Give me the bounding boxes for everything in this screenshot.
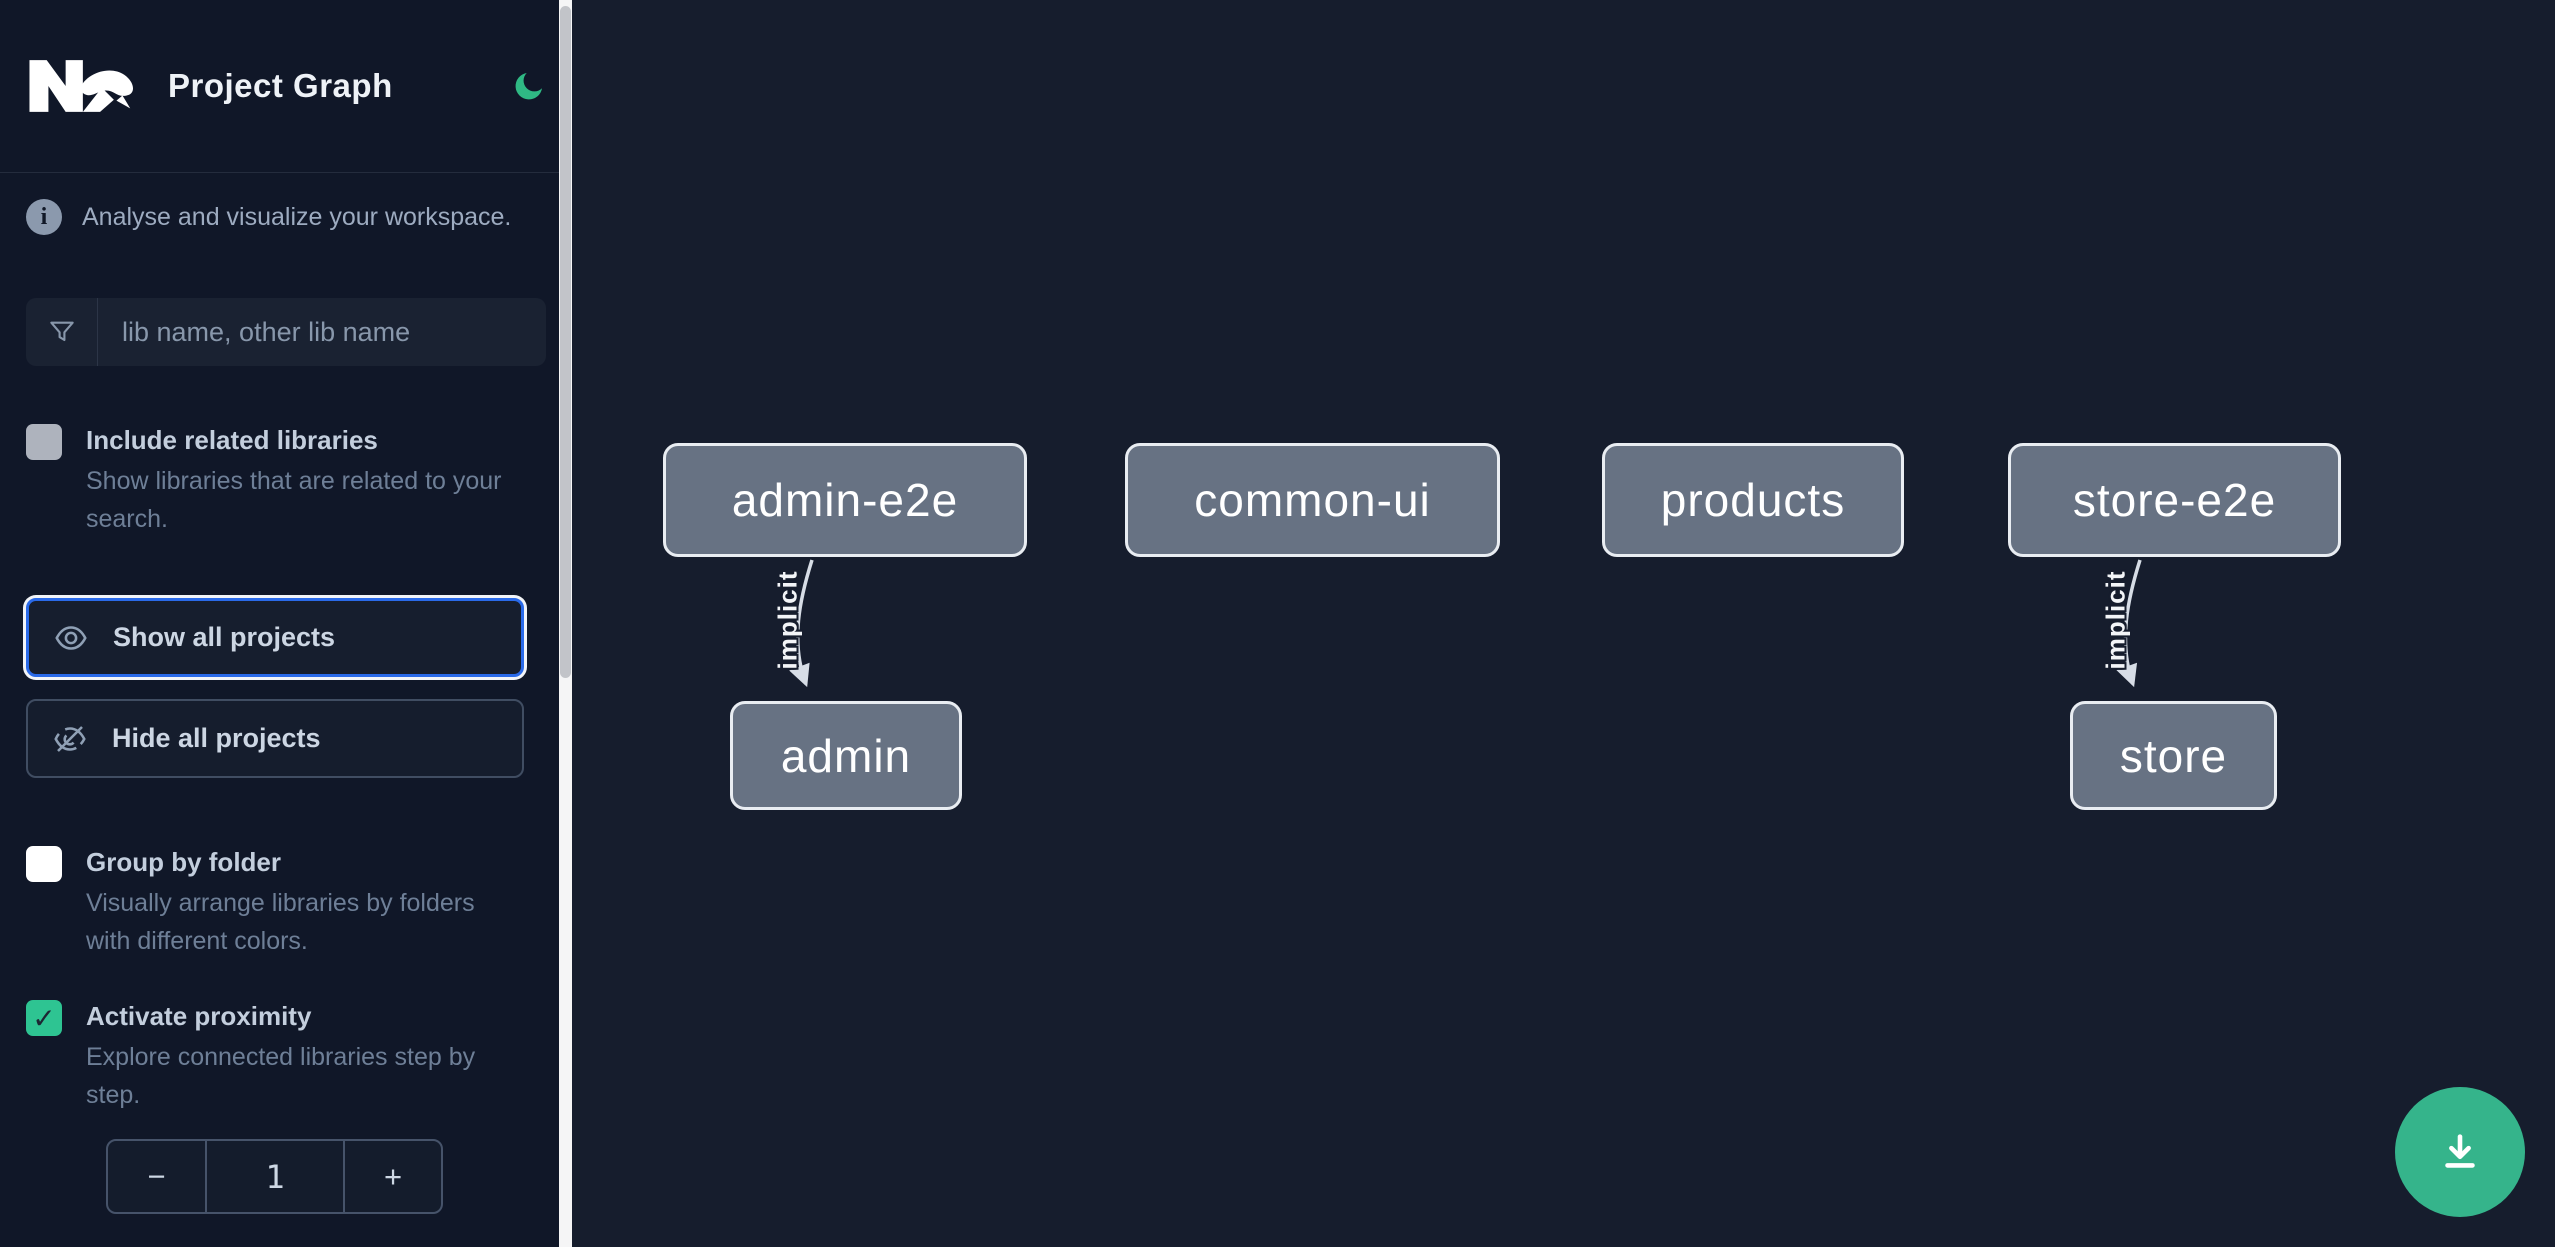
download-graph-button[interactable] [2395, 1087, 2525, 1217]
funnel-icon [26, 298, 98, 366]
edge-store-e2e-store [2116, 559, 2142, 688]
eye-off-icon [54, 725, 86, 752]
sidebar-scrollbar-track[interactable] [559, 0, 572, 1247]
graph-node-products[interactable]: products [1602, 443, 1904, 557]
eye-icon [55, 625, 87, 650]
edge-admin-e2e-admin [789, 559, 814, 688]
show-all-projects-button[interactable]: Show all projects [26, 598, 524, 677]
proximity-decrement-button[interactable]: − [108, 1141, 207, 1212]
proximity-stepper: − 1 + [106, 1139, 443, 1214]
proximity-value: 1 [207, 1141, 345, 1212]
activate-proximity-label: Activate proximity [86, 1001, 312, 1031]
check-icon: ✓ [32, 1002, 56, 1034]
moon-icon [515, 72, 543, 100]
hide-all-projects-button[interactable]: Hide all projects [26, 699, 524, 778]
sidebar: Project Graph i Analyse and visualize yo… [0, 0, 572, 1247]
edge-label-implicit: implicit [772, 570, 803, 670]
nx-logo [26, 55, 138, 117]
include-related-checkbox[interactable] [26, 424, 62, 460]
proximity-increment-button[interactable]: + [383, 1158, 403, 1194]
group-by-folder-label: Group by folder [86, 847, 281, 877]
graph-node-admin[interactable]: admin [730, 701, 962, 810]
theme-toggle-button[interactable] [512, 69, 546, 103]
page-title: Project Graph [168, 67, 393, 104]
graph-node-admin-e2e[interactable]: admin-e2e [663, 443, 1027, 557]
graph-node-store-e2e[interactable]: store-e2e [2008, 443, 2341, 557]
hide-all-projects-label: Hide all projects [112, 723, 321, 753]
option-activate-proximity: ✓ Activate proximity Explore connected l… [26, 998, 546, 1114]
sidebar-scrollbar-thumb[interactable] [560, 6, 571, 678]
activate-proximity-checkbox[interactable]: ✓ [26, 1000, 62, 1036]
graph-edges [789, 559, 2142, 688]
sidebar-header: Project Graph [0, 0, 572, 173]
intro-text: Analyse and visualize your workspace. [82, 202, 512, 231]
graph-node-store[interactable]: store [2070, 701, 2277, 810]
info-icon: i [26, 199, 62, 235]
group-by-folder-checkbox[interactable] [26, 846, 62, 882]
graph-node-common-ui[interactable]: common-ui [1125, 443, 1500, 557]
option-include-related: Include related libraries Show libraries… [26, 422, 546, 538]
graph-canvas[interactable]: implicit implicit admin-e2e common-ui pr… [572, 0, 2555, 1247]
show-all-projects-label: Show all projects [113, 622, 336, 652]
download-icon [2445, 1134, 2475, 1168]
filter-box [26, 298, 546, 366]
filter-input[interactable] [98, 298, 546, 366]
include-related-description: Show libraries that are related to your … [86, 467, 502, 533]
edge-label-implicit: implicit [2100, 570, 2131, 670]
option-group-by-folder: Group by folder Visually arrange librari… [26, 844, 546, 960]
include-related-label: Include related libraries [86, 425, 378, 455]
workspace-intro: i Analyse and visualize your workspace. [26, 199, 546, 235]
activate-proximity-description: Explore connected libraries step by step… [86, 1043, 476, 1109]
group-by-folder-description: Visually arrange libraries by folders wi… [86, 889, 475, 955]
